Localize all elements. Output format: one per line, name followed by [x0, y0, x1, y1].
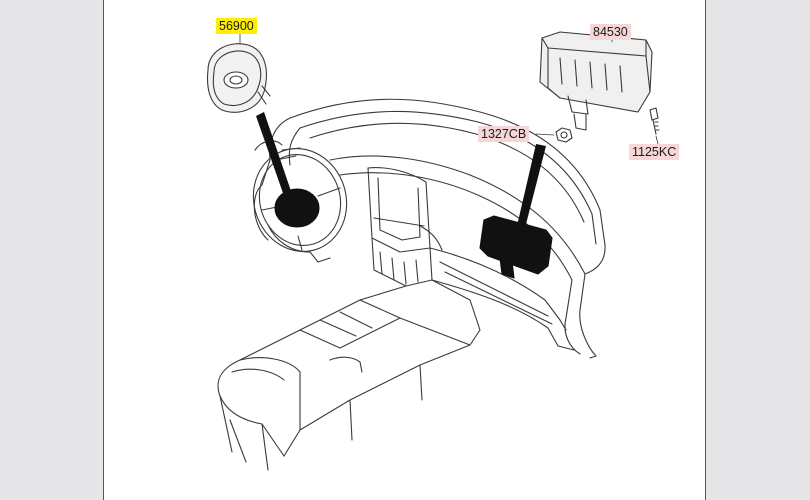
driver-airbag-installed	[274, 188, 320, 228]
bolt-part	[649, 107, 660, 135]
part-label-1327CB: 1327CB	[478, 126, 530, 142]
passenger-airbag-leader	[516, 144, 546, 232]
center-console	[217, 279, 481, 471]
part-label-56900: 56900	[216, 18, 257, 34]
passenger-airbag-installed	[479, 215, 553, 279]
nut-leader-line	[535, 133, 555, 136]
driver-airbag-module	[206, 43, 271, 113]
part-label-84530: 84530	[590, 24, 631, 40]
dashboard-outline	[252, 98, 606, 359]
driver-airbag-leader	[256, 112, 292, 196]
nut-part	[555, 127, 573, 143]
bolt-leader-line	[655, 135, 659, 145]
passenger-airbag-module	[539, 31, 653, 131]
part-label-1125KC: 1125KC	[629, 144, 680, 160]
